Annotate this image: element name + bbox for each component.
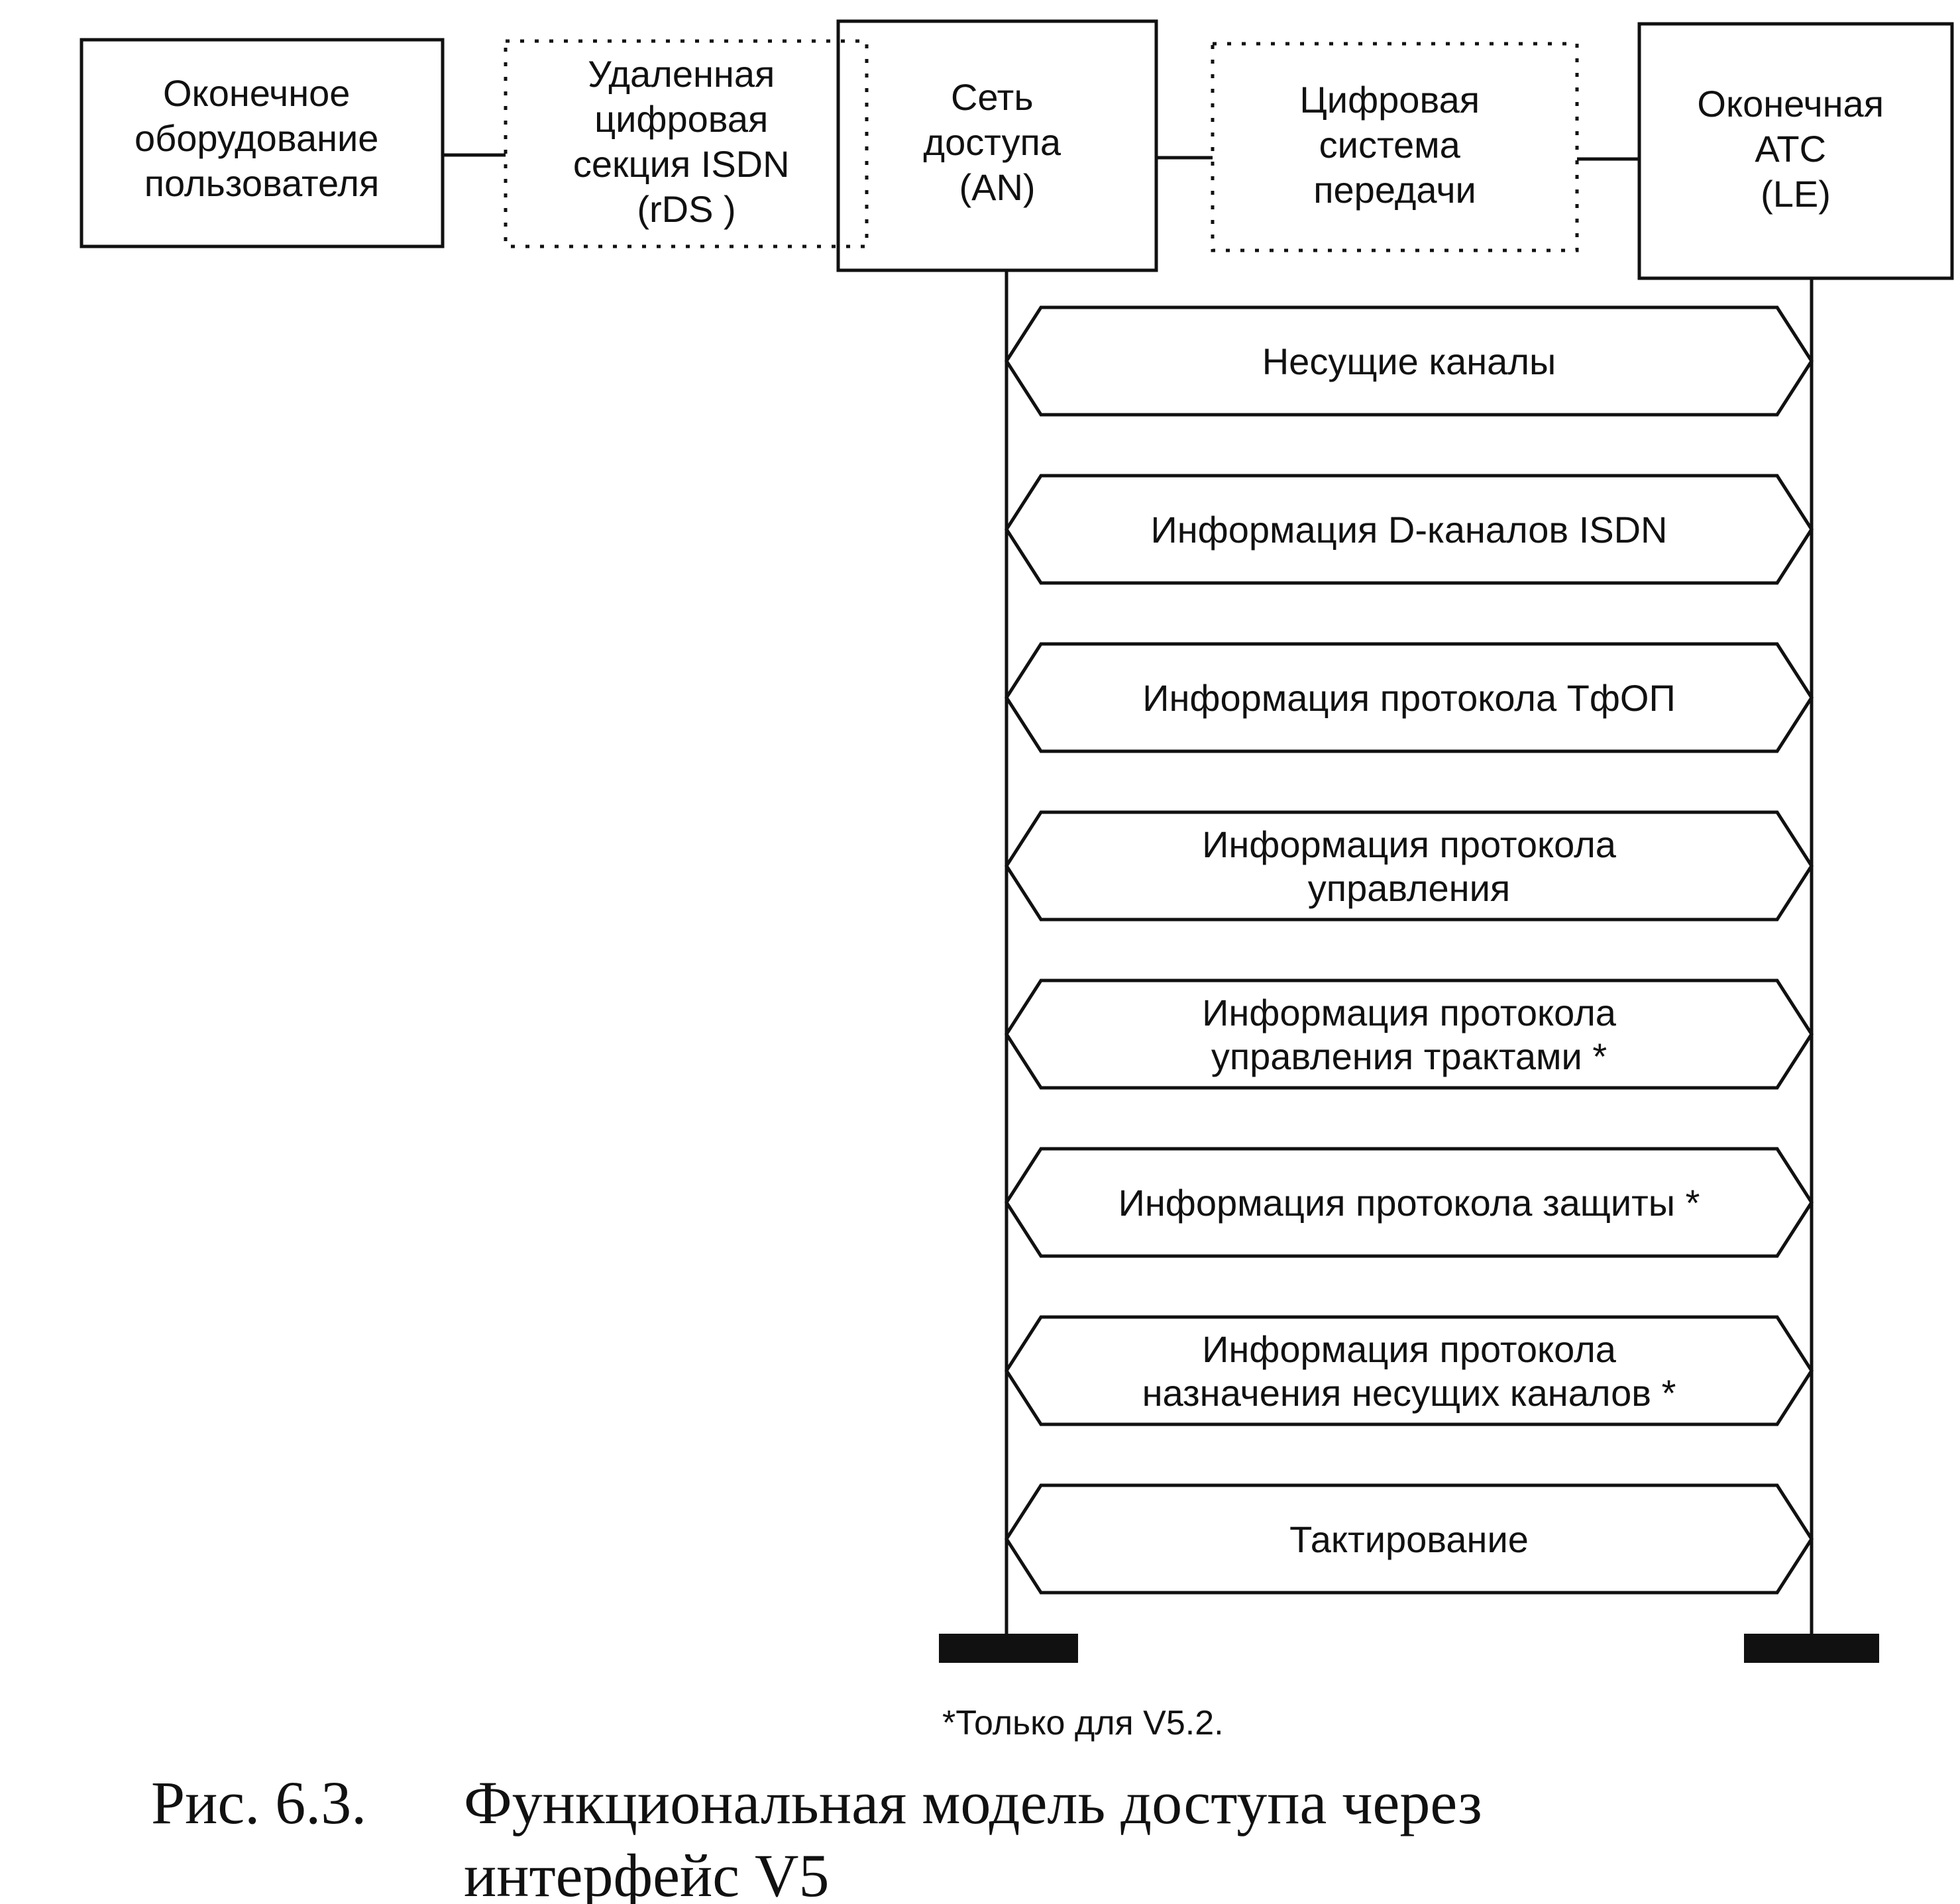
channel-arrow-outline	[1005, 474, 1814, 585]
figure-caption: Рис. 6.3. Функциональная модель доступа …	[151, 1769, 1482, 1904]
channel-label-line: Информация протокола	[1202, 823, 1617, 865]
channel-label: Информация D-каналов ISDN	[1150, 509, 1667, 551]
channel-arrow: Информация протокола ТфОП	[1005, 642, 1814, 753]
channel-label-line: Информация протокола	[1202, 992, 1617, 1033]
channel-label-line: Информация протокола защиты *	[1118, 1182, 1700, 1224]
channel-label-line: Несущие каналы	[1262, 341, 1556, 382]
channel-label-line: Информация протокола ТфОП	[1142, 677, 1675, 719]
channel-label-line: Информация протокола	[1202, 1328, 1617, 1370]
channel-label: Несущие каналы	[1262, 341, 1556, 382]
channel-arrow-outline	[1005, 1483, 1814, 1595]
box-local-exchange-label: Оконечная АТС (LE)	[1697, 83, 1894, 215]
channel-arrow: Информация протокола защиты *	[1005, 1147, 1814, 1258]
channel-label-line: управления	[1308, 867, 1510, 909]
lifelines	[1005, 270, 1814, 1642]
caption-title-line2: интерфейс V5	[464, 1842, 829, 1904]
box-local-exchange: Оконечная АТС (LE)	[1637, 22, 1954, 280]
channel-arrow: Информация D-каналов ISDN	[1005, 474, 1814, 585]
box-access-network-label: Сеть доступа (AN)	[923, 76, 1071, 208]
box-access-network: Сеть доступа (AN)	[836, 19, 1158, 272]
footnote: *Только для V5.2.	[942, 1704, 1224, 1742]
channel-arrow-outline	[1005, 1315, 1814, 1426]
box-access-network-frame	[836, 19, 1158, 272]
channel-arrow: Несущие каналы	[1005, 305, 1814, 417]
ground-bar-an	[939, 1634, 1078, 1663]
ground-bar-le	[1744, 1634, 1879, 1663]
box-remote-section: Удаленная цифровая секция ISDN (rDS )	[504, 39, 869, 248]
channel-label-line: назначения несущих каналов *	[1142, 1372, 1676, 1414]
channel-arrow-outline	[1005, 1147, 1814, 1258]
box-remote-section-frame	[504, 39, 869, 248]
box-remote-section-label: Удаленная цифровая секция ISDN (rDS )	[573, 53, 800, 230]
channel-label-line: Тактирование	[1289, 1518, 1529, 1560]
box-local-exchange-frame	[1637, 22, 1954, 280]
box-user-equipment: Оконечное оборудование пользователя	[80, 38, 445, 248]
box-user-equipment-label: Оконечное оборудование пользователя	[135, 72, 389, 204]
channel-label-line: управления трактами *	[1211, 1035, 1607, 1077]
box-transmission-system: Цифровая система передачи	[1211, 42, 1579, 252]
caption-title-line1: Функциональная модель доступа через	[464, 1769, 1482, 1836]
channel-arrow-outline	[1005, 642, 1814, 753]
box-transmission-system-frame	[1211, 42, 1579, 252]
channel-label: Тактирование	[1289, 1518, 1529, 1560]
channel-arrow-outline	[1005, 305, 1814, 417]
channel-arrow-outline	[1005, 810, 1814, 922]
caption-number: Рис. 6.3.	[151, 1769, 366, 1836]
channel-arrow: Тактирование	[1005, 1483, 1814, 1595]
box-transmission-system-label: Цифровая система передачи	[1299, 79, 1490, 211]
channel-label: Информация протокола защиты *	[1118, 1182, 1700, 1224]
box-user-equipment-frame	[80, 38, 445, 248]
box-connectors	[443, 153, 1639, 161]
channel-label: Информация протокола ТфОП	[1142, 677, 1675, 719]
channel-label-line: Информация D-каналов ISDN	[1150, 509, 1667, 551]
channel-arrow-outline	[1005, 978, 1814, 1090]
